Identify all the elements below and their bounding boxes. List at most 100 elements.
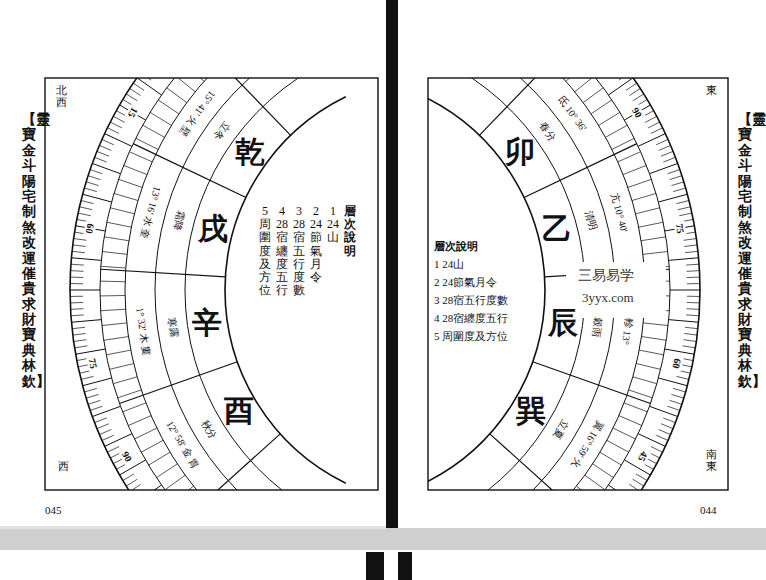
ring-tick xyxy=(136,138,158,149)
ring-tick xyxy=(618,152,641,162)
ring-tick xyxy=(165,475,185,490)
layer-legend-line: 4 28宿纏度五行 xyxy=(276,205,288,297)
ring-tick xyxy=(656,435,668,440)
ring-tick xyxy=(670,290,700,291)
ring-tick xyxy=(81,376,94,379)
ring-tick xyxy=(102,140,114,145)
ring-tick xyxy=(84,188,96,192)
ring-tick xyxy=(106,350,131,355)
ring-tick xyxy=(71,270,84,272)
ring-tick xyxy=(661,151,673,156)
ring-tick xyxy=(633,479,644,486)
mountain-cell: 乾 xyxy=(233,136,267,168)
ring-tick xyxy=(101,269,226,277)
ring-tick xyxy=(83,378,112,386)
ring-tick xyxy=(156,464,177,478)
ring-tick xyxy=(101,309,126,311)
ring-tick xyxy=(639,350,664,355)
mountain-character: 辛 xyxy=(192,308,222,338)
ring-tick xyxy=(113,116,124,122)
degree-number: 75 xyxy=(673,220,686,236)
ring-tick xyxy=(130,484,141,490)
degree-number: 75 xyxy=(86,356,100,372)
ring-tick xyxy=(670,400,682,404)
ring-tick xyxy=(619,416,642,426)
page-number: 045 xyxy=(45,504,62,517)
mountain-character: 酉 xyxy=(224,396,254,426)
ring-tick xyxy=(687,308,700,310)
ring-tick xyxy=(663,418,675,423)
ring-tick xyxy=(636,364,660,370)
ring-tick xyxy=(123,474,134,481)
ring-tick xyxy=(679,213,692,216)
ring-tick xyxy=(656,140,668,145)
layer-legend-line: 3 28宿五行度數 xyxy=(434,294,508,307)
ring-tick xyxy=(638,134,665,147)
watermark: 3yyx.com xyxy=(582,291,634,306)
ring-tick xyxy=(104,337,129,341)
ring-tick xyxy=(658,194,687,202)
ring-tick xyxy=(651,128,663,134)
ring-tick xyxy=(123,403,146,412)
ring-tick xyxy=(99,429,111,434)
ring-tick xyxy=(628,179,652,187)
page-number: 044 xyxy=(700,504,717,517)
ring-tick xyxy=(591,100,612,114)
ring-tick xyxy=(684,334,697,336)
ring-tick xyxy=(167,88,187,103)
page-frame xyxy=(428,78,728,490)
ring-tick xyxy=(683,346,696,348)
ring-tick xyxy=(83,194,112,202)
layer-legend-line: 層次說明 xyxy=(344,205,356,258)
left-compass xyxy=(70,78,346,490)
ring-arc xyxy=(70,78,278,490)
ring-arc xyxy=(479,78,670,490)
ring-tick xyxy=(583,88,603,103)
ring-tick xyxy=(678,207,691,210)
mountain-character: 乙 xyxy=(542,214,572,244)
ring-tick xyxy=(124,165,147,174)
ring-tick xyxy=(100,281,125,283)
ring-tick xyxy=(670,176,682,180)
ring-tick xyxy=(671,394,683,398)
ring-tick xyxy=(673,188,685,192)
ring-tick xyxy=(130,88,141,95)
ring-tick xyxy=(606,125,628,137)
ring-tick xyxy=(134,428,156,439)
ring-tick xyxy=(90,406,102,410)
ring-tick xyxy=(599,112,620,125)
ring-tick xyxy=(92,163,120,173)
ring-tick xyxy=(128,416,151,426)
ring-tick xyxy=(76,349,106,354)
ring-tick xyxy=(149,452,170,465)
ring-tick xyxy=(687,302,700,303)
ring-arc xyxy=(100,78,291,490)
layer-legend-line: 1 24山 xyxy=(327,205,339,245)
mountain-cell: 辛 xyxy=(190,307,224,339)
ring-tick xyxy=(143,125,165,137)
ring-tick xyxy=(86,182,98,186)
ring-tick xyxy=(524,144,637,198)
running-header: 【靈寶金斗陽宅制煞改運催貴求財寶典 林欽】 xyxy=(22,112,36,389)
ring-tick xyxy=(651,446,663,452)
ring-tick xyxy=(73,334,86,336)
ring-tick xyxy=(684,239,697,241)
ring-tick xyxy=(137,485,162,490)
ring-tick xyxy=(609,485,634,490)
ring-tick xyxy=(639,222,663,227)
ring-tick xyxy=(687,283,700,284)
ring-tick xyxy=(533,362,651,404)
layer-legend-line: 4 28宿纏度五行 xyxy=(434,312,508,325)
ring-tick xyxy=(71,314,84,316)
ring-tick xyxy=(86,394,98,398)
right-compass xyxy=(428,78,700,490)
layer-legend-line: 3 28宿五行度數 xyxy=(293,205,305,297)
ring-tick xyxy=(101,266,126,268)
ring-tick xyxy=(84,388,96,392)
ring-tick xyxy=(665,349,695,354)
ring-tick xyxy=(104,237,129,241)
ring-tick xyxy=(81,200,94,203)
ring-tick xyxy=(686,264,699,266)
ring-tick xyxy=(70,290,100,291)
ring-tick xyxy=(633,377,657,384)
